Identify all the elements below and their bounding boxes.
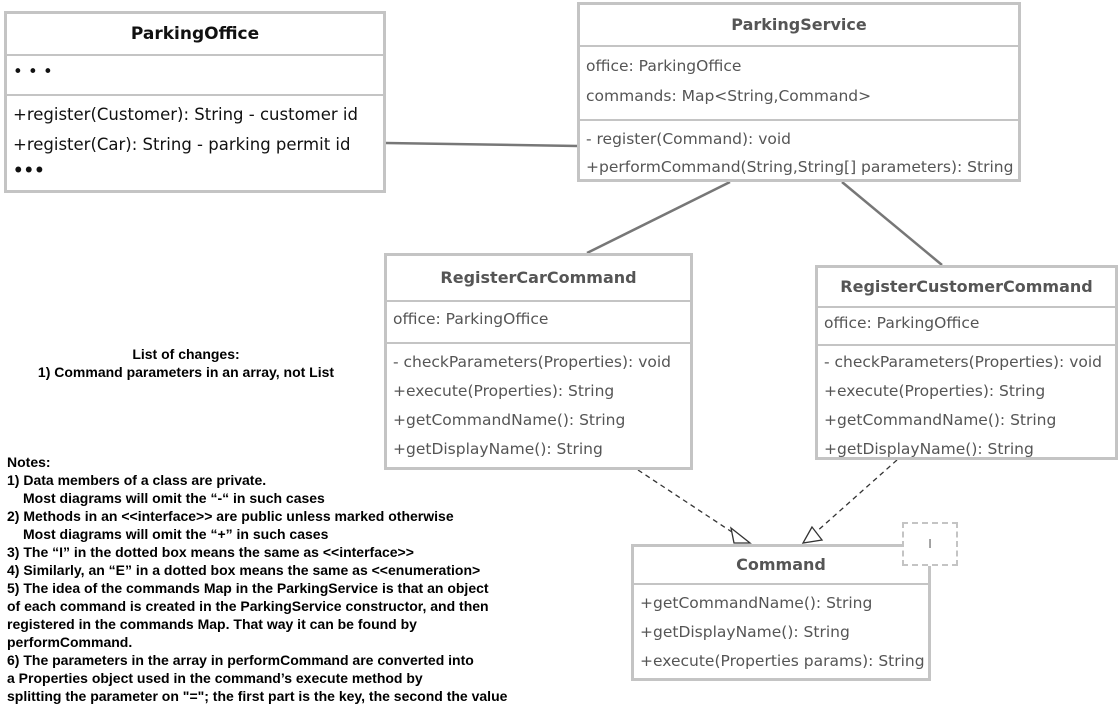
method-row: +getDisplayName(): String bbox=[393, 440, 603, 458]
notes-block: Notes: 1) Data members of a class are pr… bbox=[7, 453, 607, 705]
method-row: - checkParameters(Properties): void bbox=[824, 353, 1102, 371]
association-office-service bbox=[385, 141, 579, 148]
method-row: +register(Car): String - parking permit … bbox=[13, 135, 351, 154]
field-row: commands: Map<String,Command> bbox=[586, 87, 872, 105]
class-parking-service: ParkingService office: ParkingOffice com… bbox=[577, 2, 1021, 182]
note-line: performCommand. bbox=[7, 634, 133, 650]
method-row: +execute(Properties params): String bbox=[640, 652, 925, 670]
class-fields: office: ParkingOffice bbox=[818, 308, 1115, 346]
method-row: +getCommandName(): String bbox=[824, 411, 1057, 429]
realization-customercmd-command bbox=[814, 459, 898, 534]
method-row: ••• bbox=[13, 161, 45, 180]
class-title: RegisterCustomerCommand bbox=[818, 268, 1115, 308]
interface-stereotype-box: I bbox=[902, 522, 958, 566]
method-row: +performCommand(String,String[] paramete… bbox=[586, 158, 1014, 176]
method-row: +execute(Properties): String bbox=[393, 382, 615, 400]
method-row: +getDisplayName(): String bbox=[640, 623, 850, 641]
class-title: ParkingOffice bbox=[7, 14, 383, 56]
note-line: Most diagrams will omit the “-“ in such … bbox=[23, 490, 325, 506]
class-methods: - checkParameters(Properties): void +exe… bbox=[818, 346, 1115, 466]
note-line: 2) Methods in an <<interface>> are publi… bbox=[7, 508, 454, 524]
method-row: - register(Command): void bbox=[586, 130, 792, 148]
note-line: 3) The “I” in the dotted box means the s… bbox=[7, 544, 414, 560]
note-line: registered in the commands Map. That way… bbox=[7, 616, 417, 632]
association-service-carcmd bbox=[586, 180, 731, 255]
class-title: RegisterCarCommand bbox=[387, 256, 690, 302]
class-register-car-command: RegisterCarCommand office: ParkingOffice… bbox=[384, 253, 693, 470]
method-row: +execute(Properties): String bbox=[824, 382, 1046, 400]
field-row: office: ParkingOffice bbox=[824, 314, 980, 332]
class-register-customer-command: RegisterCustomerCommand office: ParkingO… bbox=[815, 265, 1118, 460]
method-row: - checkParameters(Properties): void bbox=[393, 353, 671, 371]
method-row: +register(Customer): String - customer i… bbox=[13, 105, 358, 124]
field-row: • • • bbox=[13, 62, 53, 81]
interface-command: Command +getCommandName(): String +getDi… bbox=[631, 544, 931, 681]
field-row: office: ParkingOffice bbox=[393, 310, 549, 328]
note-line: 6) The parameters in the array in perfor… bbox=[7, 652, 474, 668]
note-line: of each command is created in the Parkin… bbox=[7, 598, 489, 614]
field-row: office: ParkingOffice bbox=[586, 57, 742, 75]
method-row: +getCommandName(): String bbox=[393, 411, 626, 429]
class-fields: • • • bbox=[7, 56, 383, 96]
method-row: +getDisplayName(): String bbox=[824, 440, 1034, 458]
note-line: 1) Data members of a class are private. bbox=[7, 472, 267, 488]
changes-heading: List of changes: bbox=[132, 346, 240, 362]
realization-carcmd-command bbox=[637, 469, 739, 537]
class-fields: office: ParkingOffice bbox=[387, 302, 690, 344]
note-line: splitting the parameter on "="; the firs… bbox=[7, 688, 508, 704]
class-methods: +getCommandName(): String +getDisplayNam… bbox=[634, 585, 928, 678]
realization-arrowhead-carcmd bbox=[730, 526, 752, 544]
note-line: 4) Similarly, an “E” in a dotted box mea… bbox=[7, 562, 481, 578]
class-methods: - register(Command): void +performComman… bbox=[580, 121, 1018, 183]
class-parking-office: ParkingOffice • • • +register(Customer):… bbox=[4, 11, 386, 193]
note-line: Most diagrams will omit the “+” in such … bbox=[23, 526, 329, 542]
association-service-customercmd bbox=[841, 181, 943, 266]
class-fields: office: ParkingOffice commands: Map<Stri… bbox=[580, 47, 1018, 121]
changes-list: List of changes: 1) Command parameters i… bbox=[16, 345, 356, 381]
changes-item: 1) Command parameters in an array, not L… bbox=[37, 364, 335, 380]
class-methods: - checkParameters(Properties): void +exe… bbox=[387, 344, 690, 466]
realization-arrowhead-customercmd bbox=[801, 525, 824, 544]
note-line: 5) The idea of the commands Map in the P… bbox=[7, 580, 489, 596]
class-title: Command bbox=[634, 547, 928, 585]
class-methods: +register(Customer): String - customer i… bbox=[7, 96, 383, 184]
method-row: +getCommandName(): String bbox=[640, 594, 873, 612]
note-line: a Properties object used in the command’… bbox=[7, 670, 423, 686]
class-title: ParkingService bbox=[580, 5, 1018, 47]
notes-heading: Notes: bbox=[7, 454, 51, 470]
